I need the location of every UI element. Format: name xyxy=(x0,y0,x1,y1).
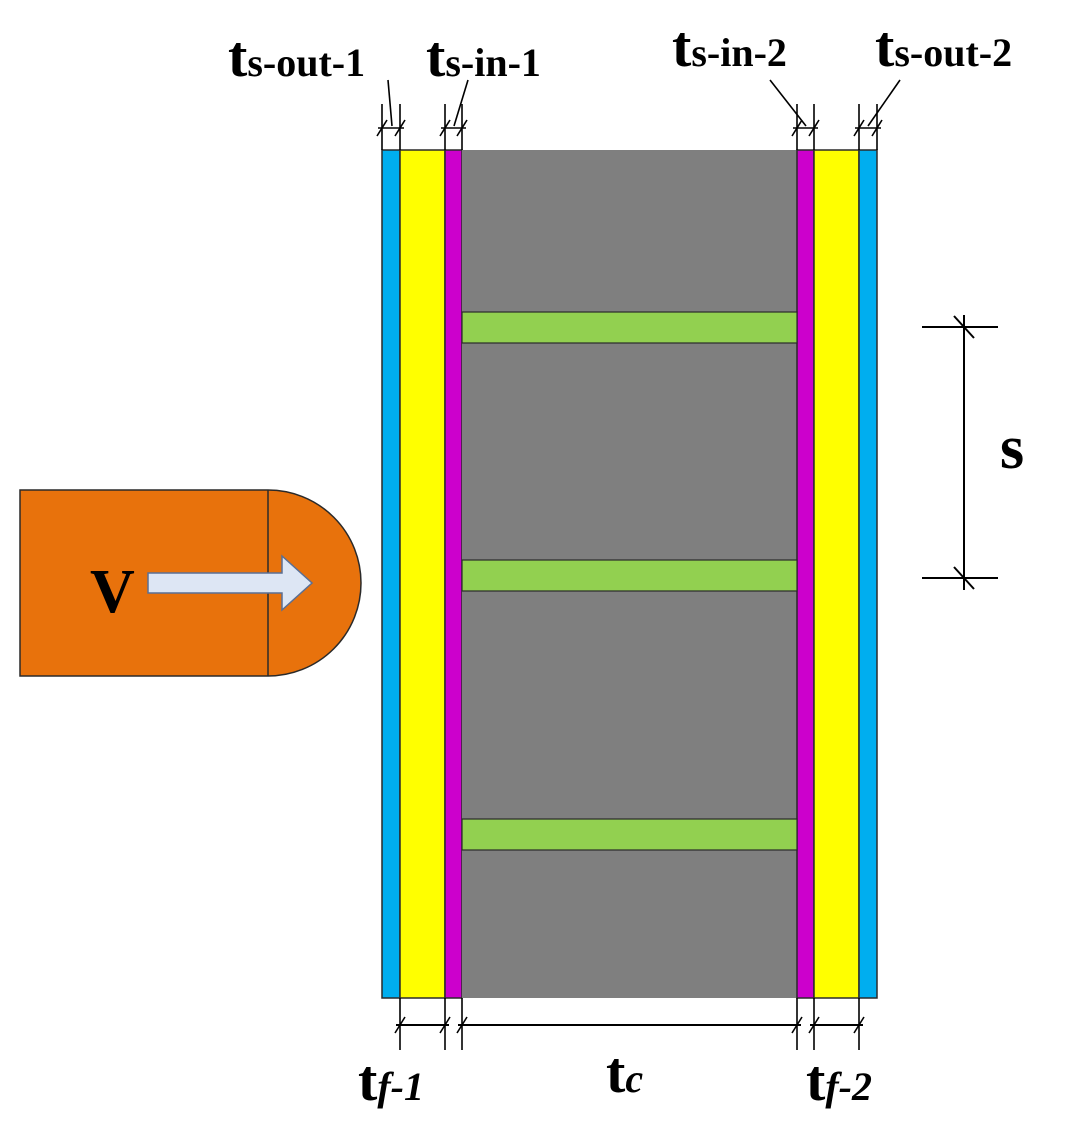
label-ts-in-1: ts-in-1 xyxy=(426,24,541,89)
label-ts-out-2: ts-out-2 xyxy=(875,14,1012,79)
label-tc: tc xyxy=(606,1040,643,1105)
label-ts-in-2: ts-in-2 xyxy=(672,14,787,79)
velocity-label: V xyxy=(90,558,135,626)
stiffener-3 xyxy=(461,818,798,851)
inner-skin-1 xyxy=(444,149,463,999)
projectile xyxy=(19,489,362,677)
outer-skin-1 xyxy=(381,149,401,999)
label-tf-2: tf-2 xyxy=(806,1048,872,1113)
stiffener-2 xyxy=(461,559,798,592)
top-dimension-marks xyxy=(376,79,901,150)
face-sheet-2 xyxy=(813,149,860,999)
face-sheet-1 xyxy=(399,149,446,999)
spacing-dimension xyxy=(922,315,998,590)
velocity-arrow xyxy=(147,554,314,612)
spacing-label: s xyxy=(1000,414,1024,482)
label-tf-1: tf-1 xyxy=(358,1048,424,1113)
inner-skin-2 xyxy=(796,149,815,999)
outer-skin-2 xyxy=(858,149,878,999)
panel xyxy=(381,149,878,999)
stiffener-1 xyxy=(461,311,798,344)
label-ts-out-1: ts-out-1 xyxy=(228,24,365,89)
bottom-dimension-marks xyxy=(394,998,865,1050)
